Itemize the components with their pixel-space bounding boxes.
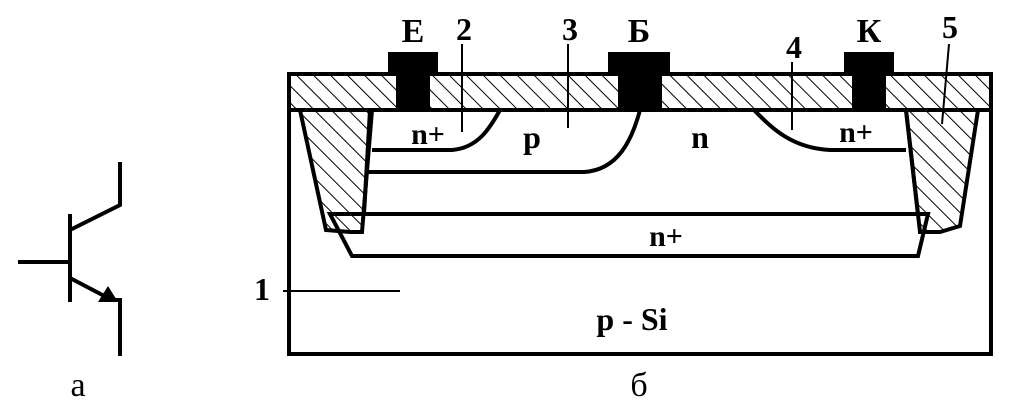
callout-5: 5 xyxy=(942,9,958,45)
collector-contact-region-label: n+ xyxy=(839,116,873,149)
emitter-contact-cap xyxy=(388,52,438,74)
collector-contact-cap xyxy=(844,52,894,74)
collector-region-label: n xyxy=(691,119,709,155)
symbol-caption: а xyxy=(70,367,85,404)
npn-transistor-symbol xyxy=(18,162,122,356)
emitter-n-plus-region xyxy=(372,108,504,152)
callout-5-leader xyxy=(941,43,950,125)
structure-caption: б xyxy=(630,367,647,404)
emitter-label: Е xyxy=(402,13,425,50)
callout-3: 3 xyxy=(562,11,578,47)
buried-layer-label: n+ xyxy=(649,220,683,253)
emitter-region-label: n+ xyxy=(411,118,445,151)
collector-contact xyxy=(852,74,886,110)
emitter-contact xyxy=(396,74,430,110)
callout-2: 2 xyxy=(456,11,472,47)
collector-label: К xyxy=(857,13,882,50)
callout-1: 1 xyxy=(254,271,270,307)
base-contact xyxy=(618,74,662,110)
isolation-wall-left xyxy=(297,108,375,234)
symbol-emitter-arrow xyxy=(98,286,118,302)
collector-n-plus-region xyxy=(752,108,906,152)
cross-section: Е Б К 1 2 3 4 5 n+ p n n+ n+ p - Si xyxy=(254,9,993,356)
base-label: Б xyxy=(628,13,650,50)
buried-n-plus-layer xyxy=(326,212,931,258)
symbol-collector-lead xyxy=(69,162,122,232)
base-region-label: p xyxy=(523,119,541,155)
symbol-emitter-lead xyxy=(69,276,122,356)
callout-4: 4 xyxy=(786,29,802,65)
substrate-label: p - Si xyxy=(596,301,667,337)
base-contact-cap xyxy=(608,52,670,74)
base-p-region xyxy=(366,108,643,174)
